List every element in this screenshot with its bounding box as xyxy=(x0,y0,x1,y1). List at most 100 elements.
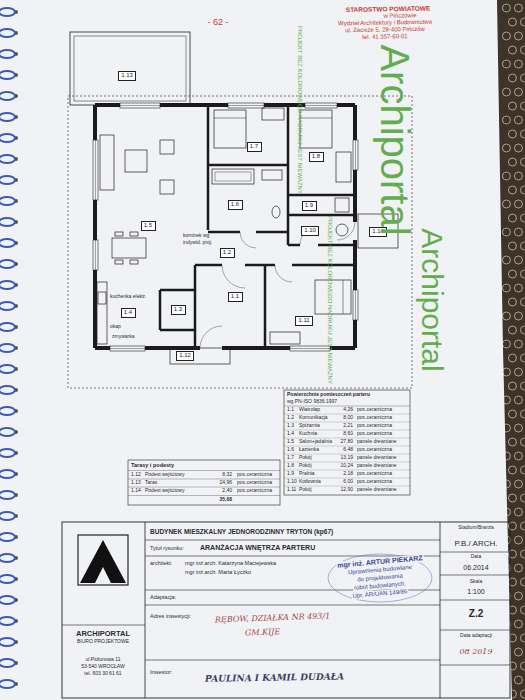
title-block-rule xyxy=(145,660,440,661)
lace-loop xyxy=(520,634,525,642)
title-block-rule xyxy=(62,625,145,626)
wall xyxy=(288,244,300,247)
table-cell: 4,26 xyxy=(343,407,353,413)
window xyxy=(93,140,98,200)
binding-ring xyxy=(0,386,15,394)
table-cell: pos.ceramiczna xyxy=(357,415,392,421)
room-number-tag: 1.9 xyxy=(302,201,317,210)
wall xyxy=(160,329,195,332)
boiler xyxy=(336,224,348,236)
field-label: Data adaptacji xyxy=(460,633,492,639)
wall xyxy=(160,289,195,292)
wall xyxy=(353,240,357,348)
window xyxy=(228,103,264,108)
wall xyxy=(287,105,290,245)
binding-ring xyxy=(0,113,15,121)
lace-loop xyxy=(508,186,516,194)
table-cell: 2,21 xyxy=(343,423,353,429)
binding-ring xyxy=(0,344,15,352)
lace-loop xyxy=(508,494,516,502)
bed-pillow-line xyxy=(214,118,246,119)
binding-ring xyxy=(0,428,15,436)
lace-loop xyxy=(508,354,516,362)
lace-loop xyxy=(502,32,510,40)
lace-loop xyxy=(502,284,510,292)
table-cell: 1.14 xyxy=(131,488,141,494)
binding-ring xyxy=(0,92,15,100)
table-cell: pos.ceramiczna xyxy=(237,488,272,494)
table-cell: pos.ceramiczna xyxy=(237,472,272,478)
field-label: Adaptacja: xyxy=(150,594,176,600)
wall xyxy=(208,164,288,167)
floor-plan xyxy=(68,32,412,388)
field-label: Adres inwestycji: xyxy=(150,613,191,619)
wall xyxy=(245,264,275,267)
lace-loop xyxy=(514,144,522,152)
title-block xyxy=(62,522,510,698)
lace-loop xyxy=(514,480,522,488)
lace-loop xyxy=(502,340,510,348)
field-label: Skala xyxy=(470,579,483,585)
window xyxy=(353,140,358,170)
table-cell: Podest wejściowy xyxy=(145,472,184,478)
lace-loop xyxy=(520,270,525,278)
window xyxy=(305,103,337,108)
table-cell: pos.ceramiczna xyxy=(357,431,392,437)
table-cell: 8,60 xyxy=(343,431,353,437)
door-swing xyxy=(240,232,256,248)
wall xyxy=(288,214,355,217)
table-cell: pos.ceramiczna xyxy=(357,471,392,477)
lace-loop xyxy=(520,578,525,586)
lace-loop xyxy=(514,368,522,376)
watermark-note: PROJEKT BEZ KOLOROWEGO NADRUKU JEST NIEW… xyxy=(327,216,334,384)
entrance-landing xyxy=(170,348,230,364)
room-number-tag: 1.11 xyxy=(295,316,313,325)
plan-annotation: zmywarka xyxy=(112,334,135,340)
room-number-tag: 1.3 xyxy=(171,305,186,314)
wall xyxy=(159,290,162,330)
field-value: mgr inż.arch. Katarzyna Maciejewska xyxy=(185,560,276,566)
table-cell: Pralnia xyxy=(299,471,315,477)
room-number-tag: 1.8 xyxy=(309,152,324,161)
field-value: P.B./ ARCH. xyxy=(455,539,498,548)
paper-sheet xyxy=(0,0,512,700)
binding-ring xyxy=(0,176,15,184)
wardrobe xyxy=(336,152,351,182)
drawing-number: Z.2 xyxy=(469,608,483,620)
wall xyxy=(318,244,355,247)
room-number-tag: 1.2 xyxy=(220,248,235,257)
window xyxy=(353,290,358,320)
room-number: 1.3 xyxy=(174,306,183,313)
window-glass xyxy=(290,348,330,349)
window-glass xyxy=(120,105,160,106)
binding-ring xyxy=(0,323,15,331)
room-number: 1.7 xyxy=(250,143,259,150)
table-cell: Spiżarnia xyxy=(299,423,320,429)
room-number: 1.8 xyxy=(312,153,321,160)
area-tables xyxy=(128,390,410,505)
window-glass xyxy=(305,105,337,106)
table-cell: 13,19 xyxy=(340,455,353,461)
field-label: Stadium/Branża xyxy=(458,525,494,531)
lace-loop xyxy=(502,256,510,264)
title-block-rule xyxy=(145,522,146,698)
table-cell: Wiatrołap xyxy=(299,407,320,413)
room-number-tag: 1.4 xyxy=(121,308,136,317)
logo-frame xyxy=(78,535,128,585)
binding-ring xyxy=(0,134,15,142)
lace-loop xyxy=(502,116,510,124)
bathtub-inner xyxy=(215,172,251,181)
door-swing xyxy=(222,265,245,288)
lace-loop xyxy=(514,452,522,460)
terrace-table-frame xyxy=(128,460,280,505)
lace-loop xyxy=(508,326,516,334)
bed-pillow-line xyxy=(300,118,332,119)
field-value: 1:100 xyxy=(467,588,485,596)
desk xyxy=(270,332,300,344)
lace-loop xyxy=(502,228,510,236)
table-cell: Kuchnia xyxy=(299,431,317,437)
wall xyxy=(292,264,355,267)
binding-ring xyxy=(0,512,15,520)
binding-ring xyxy=(0,29,15,37)
